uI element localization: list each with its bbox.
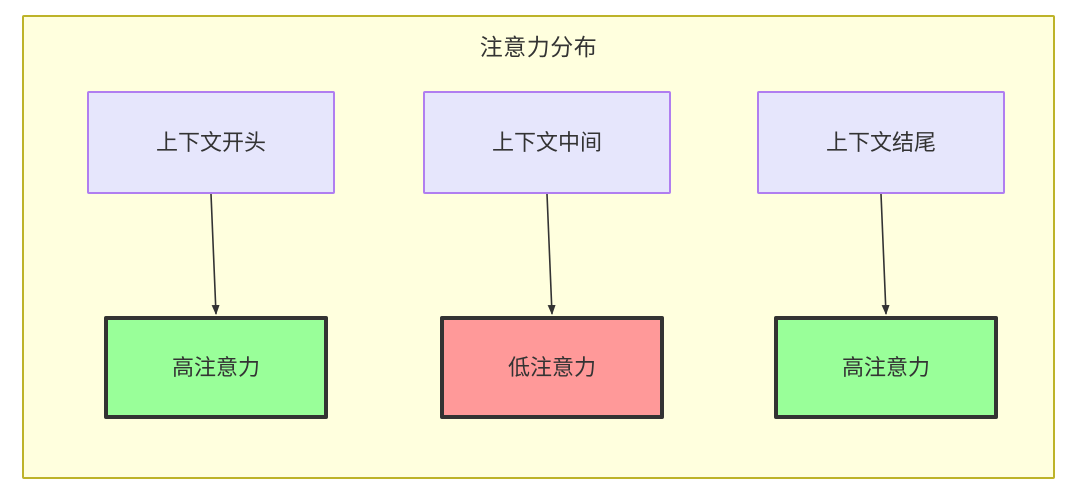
node-attention-middle[interactable]: 低注意力 bbox=[440, 316, 664, 419]
node-attention-end[interactable]: 高注意力 bbox=[774, 316, 998, 419]
node-context-start[interactable]: 上下文开头 bbox=[87, 91, 335, 194]
node-context-middle[interactable]: 上下文中间 bbox=[423, 91, 671, 194]
node-attention-start[interactable]: 高注意力 bbox=[104, 316, 328, 419]
subgraph-title: 注意力分布 bbox=[479, 34, 598, 60]
node-context-end[interactable]: 上下文结尾 bbox=[757, 91, 1005, 194]
